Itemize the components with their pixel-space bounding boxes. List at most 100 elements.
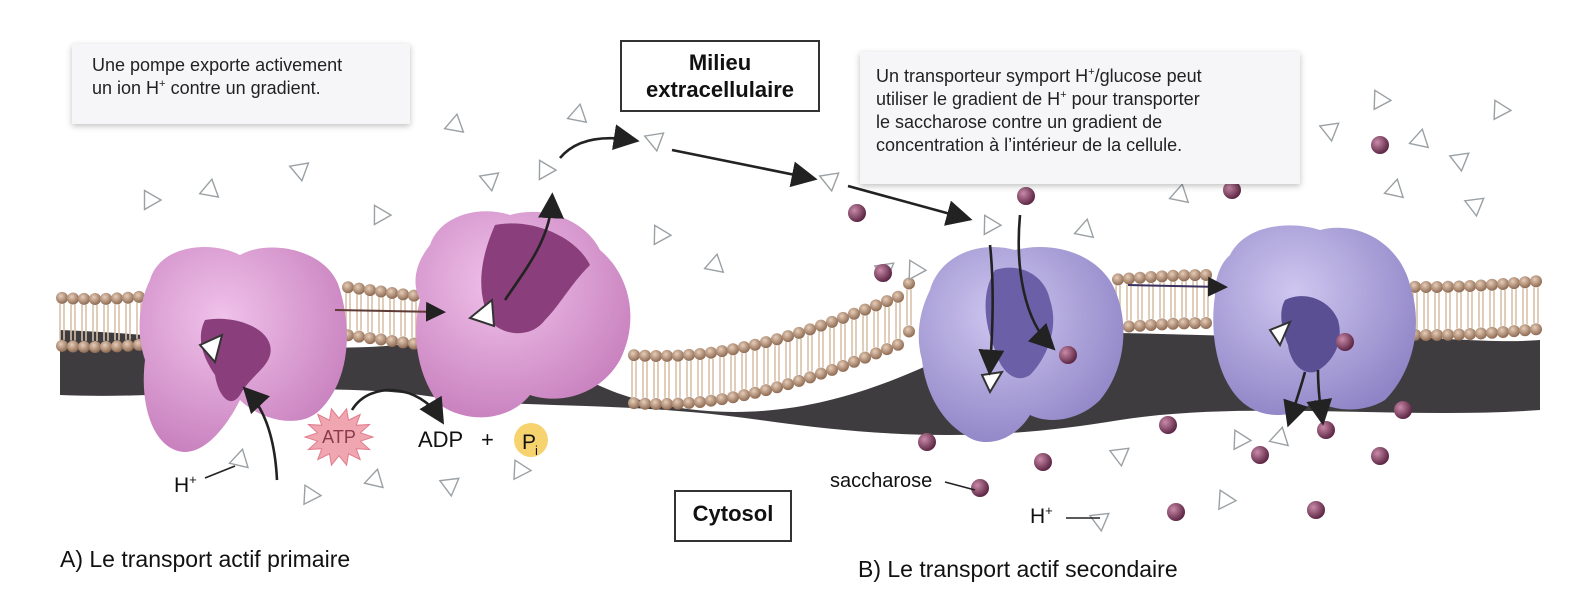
lipid-head — [793, 326, 805, 339]
transport-arrows — [204, 124, 1333, 519]
lipid-tail — [895, 302, 901, 339]
lipid-head — [1475, 279, 1487, 292]
lipid-head — [56, 339, 68, 352]
lipid-head — [837, 311, 849, 324]
lipid-head — [859, 303, 871, 316]
h-label-leader-left — [204, 465, 236, 479]
h-ion-glyph — [653, 224, 673, 246]
sucrose-molecule — [1307, 501, 1325, 519]
lipid-tail — [906, 289, 912, 326]
lipid-tail — [818, 331, 824, 368]
extracellular-label-line2: extracellulaire — [646, 77, 794, 102]
h-ion-glyph — [1108, 447, 1130, 468]
export-arrow-curve — [559, 124, 640, 159]
lipid-tail — [70, 304, 76, 341]
lipid-head — [749, 386, 761, 399]
h-cotransport-arrow — [978, 244, 1005, 376]
lipid-head — [78, 340, 90, 353]
lipid-tail — [1434, 292, 1440, 329]
lipid-head — [650, 349, 662, 362]
lipid-head — [1431, 328, 1443, 341]
gradient-arrow-2 — [847, 184, 973, 226]
lipid-head — [1486, 278, 1498, 291]
lipid-tail — [642, 361, 648, 398]
lipid-tail — [840, 323, 846, 360]
lipid-tail — [730, 355, 736, 392]
lipid-tail — [719, 357, 725, 394]
lipid-head — [89, 340, 101, 353]
sucrose-molecule — [1251, 446, 1269, 464]
pump-callout-sup: + — [159, 78, 166, 90]
lipid-tail — [741, 353, 747, 390]
lipid-tail — [752, 350, 758, 387]
lipid-head — [67, 340, 79, 353]
lipid-head — [694, 347, 706, 360]
h-ion-glyph — [438, 477, 460, 498]
lipid-head — [738, 389, 750, 402]
lipid-head — [1431, 280, 1443, 293]
h-ion-letter: H — [174, 474, 190, 497]
pump-transition-arrow — [334, 301, 446, 322]
lipid-head — [1497, 325, 1509, 338]
lipid-tail — [664, 361, 670, 398]
pump-callout-text-end: contre un gradient. — [165, 78, 321, 98]
symport-line1-text: Un transporteur symport H — [876, 66, 1089, 86]
lipid-head — [804, 371, 816, 384]
lipid-tail — [1423, 292, 1429, 329]
h-ion-glyph — [818, 172, 840, 193]
lipid-head — [1189, 269, 1201, 282]
h-ion-glyph — [538, 159, 558, 181]
lipid-tail — [1159, 282, 1165, 319]
lipid-head — [111, 292, 123, 305]
lipid-tail — [114, 304, 120, 341]
lipid-head — [1442, 328, 1454, 341]
symporter-protein-2 — [1213, 225, 1416, 415]
lipid-head — [1134, 319, 1146, 332]
symport-line1-sup: + — [1088, 66, 1095, 78]
lipid-tail — [356, 294, 362, 331]
sucrose-molecule — [971, 479, 989, 497]
lipid-head — [1178, 317, 1190, 330]
h-ion-glyph — [1088, 512, 1110, 533]
lipid-head — [353, 330, 365, 343]
lipid-head — [1464, 280, 1476, 293]
lipid-head — [1200, 317, 1212, 330]
lipid-head — [870, 347, 882, 360]
lipid-head — [628, 397, 640, 410]
sucrose-molecule — [1371, 136, 1389, 154]
lipid-head — [705, 346, 717, 359]
h-ion-glyph — [1383, 177, 1405, 199]
saccharose-label-leader — [944, 481, 976, 491]
lipid-head — [683, 348, 695, 361]
sucrose-molecule — [1159, 416, 1177, 434]
h-ion-glyphs — [143, 89, 1513, 533]
h-ion-sup: + — [189, 472, 197, 487]
h-ion-glyph — [1233, 428, 1253, 451]
lipid-tail — [92, 304, 98, 341]
caption-primary: A) Le transport actif primaire — [60, 546, 351, 572]
lipid-tail — [1467, 292, 1473, 329]
sucrose-molecule — [848, 204, 866, 222]
h-ion-glyph — [1463, 197, 1485, 218]
lipid-tail — [1478, 291, 1484, 328]
plus-sign: + — [481, 427, 494, 452]
h-ion-glyph — [303, 483, 323, 506]
h-ion-glyph — [228, 447, 250, 469]
lipid-tail — [1533, 287, 1539, 324]
lipid-head — [903, 277, 915, 290]
lipid-head — [650, 397, 662, 410]
h-ion-glyph — [288, 162, 310, 183]
pump-callout-line2: un ion H+ contre un gradient. — [92, 77, 410, 100]
pump-protein-2 — [415, 211, 631, 418]
lipid-tail — [1522, 288, 1528, 325]
h-ion-glyph — [566, 102, 588, 124]
lipid-head — [67, 292, 79, 305]
lipid-head — [56, 291, 68, 304]
sucrose-molecule — [918, 433, 936, 451]
lipid-tail — [697, 359, 703, 396]
lipid-head — [804, 323, 816, 336]
h-ion-glyph — [983, 214, 1003, 236]
lipid-head — [386, 334, 398, 347]
lipid-tail — [675, 361, 681, 398]
